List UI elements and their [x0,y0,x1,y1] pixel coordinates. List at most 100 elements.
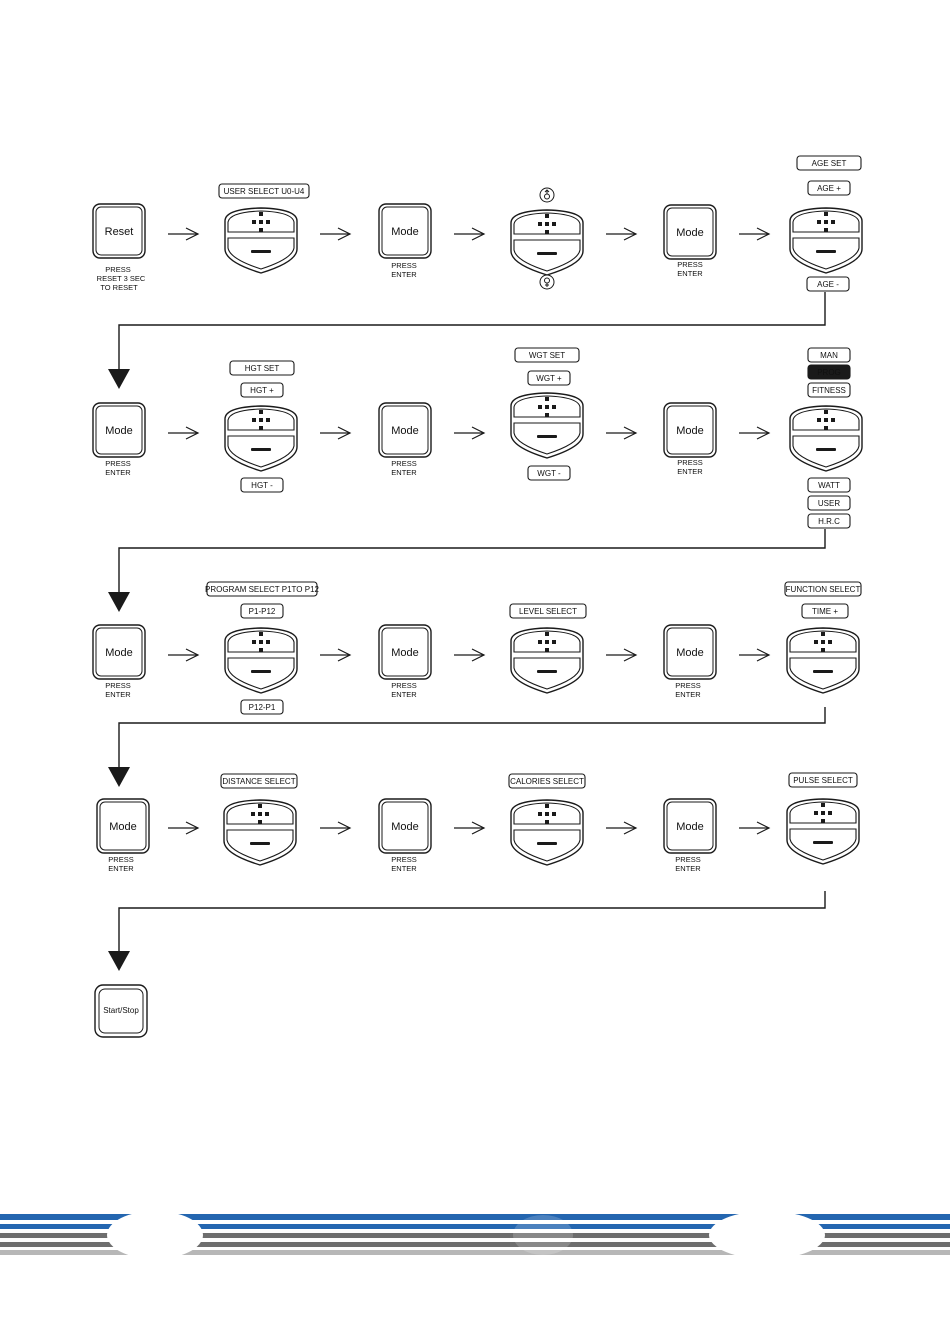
calories-select-label: CALORIES SELECT [508,773,586,789]
minus-icon [251,448,271,451]
age-rocker-minus-key[interactable] [792,237,860,270]
right-arrow-icon [320,426,352,440]
program-rocker-plus-key[interactable] [227,630,295,653]
minus-icon [813,841,833,844]
height-rocker-plus-key[interactable] [227,408,295,431]
plus-icon [538,804,556,824]
minus-icon [251,670,271,673]
function-rocker[interactable] [786,627,860,694]
mode-button[interactable]: Mode [92,402,146,458]
mode-button[interactable]: Mode [378,402,432,458]
time-plus-label-text: TIME + [812,607,838,616]
level-rocker-minus-key[interactable] [513,657,581,690]
plus-icon [252,410,270,430]
row-connector-arrow [108,292,826,389]
caption-enter: ENTER [391,270,417,279]
mode-select-rocker-plus-key[interactable] [792,408,860,431]
gender-select-rocker[interactable] [510,209,584,276]
weight-rocker-minus-key[interactable] [513,422,581,455]
minus-icon [537,435,557,438]
caption-press: PRESS [391,855,416,864]
p12-p1-label-text: P12-P1 [249,703,276,712]
gender-select-rocker-plus-key[interactable] [513,212,581,235]
mode-select-rocker-minus-key[interactable] [792,435,860,468]
age-rocker-plus-key[interactable] [792,210,860,233]
caption-press: PRESS [675,855,700,864]
user-select-rocker-plus-key[interactable] [227,210,295,233]
mode-button[interactable]: Mode [663,204,717,260]
mode-button[interactable]: Mode [378,798,432,854]
function-rocker-plus-key[interactable] [789,630,857,653]
level-rocker[interactable] [510,627,584,694]
wgt-plus-label: WGT + [527,370,571,386]
caption-enter: ENTER [675,690,701,699]
distance-select-label-text: DISTANCE SELECT [222,777,295,786]
level-select-label: LEVEL SELECT [509,603,587,619]
distance-rocker[interactable] [223,799,297,866]
plus-icon [251,804,269,824]
mode-button[interactable]: Mode [378,203,432,259]
weight-rocker[interactable] [510,392,584,459]
age-plus-label-text: AGE + [817,184,841,193]
hrc-label: H.R.C [807,513,851,529]
right-arrow-icon [606,821,638,835]
hgt-minus-label: HGT - [240,477,284,493]
reset-button[interactable]: Reset [92,203,146,259]
pulse-select-label: PULSE SELECT [788,772,858,788]
pulse-rocker[interactable] [786,798,860,865]
right-arrow-icon [739,821,771,835]
function-select-label-text: FUNCTION SELECT [786,585,861,594]
program-rocker[interactable] [224,627,298,694]
reset-button-label: Reset [105,226,134,238]
mode-button-label: Mode [676,647,704,659]
wgt-minus-label: WGT - [527,465,571,481]
calories-rocker[interactable] [510,799,584,866]
footer-stripes-decoration [0,1211,950,1259]
gender-select-rocker-minus-key[interactable] [513,239,581,272]
level-select-label-text: LEVEL SELECT [519,607,577,616]
calories-rocker-plus-key[interactable] [513,802,581,825]
mode-button[interactable]: Mode [378,624,432,680]
distance-rocker-plus-key[interactable] [226,802,294,825]
function-rocker-minus-key[interactable] [789,657,857,690]
plus-icon [817,410,835,430]
mode-select-rocker[interactable] [789,405,863,472]
hrc-label-text: H.R.C [818,517,840,526]
mode-button[interactable]: Mode [92,624,146,680]
height-rocker[interactable] [224,405,298,472]
caption-enter: ENTER [677,467,703,476]
user-select-rocker-minus-key[interactable] [227,237,295,270]
program-select-label: PROGRAM SELECT P1TO P12 [205,581,320,597]
right-arrow-icon [454,426,486,440]
right-arrow-icon [454,648,486,662]
pulse-rocker-plus-key[interactable] [789,801,857,824]
start-stop-button[interactable]: Start/Stop [94,984,148,1038]
caption-to-reset: TO RESET [100,283,138,292]
prog-label: PROG [807,364,851,380]
hgt-set-label: HGT SET [229,360,295,376]
caption-enter: ENTER [391,468,417,477]
distance-rocker-minus-key[interactable] [226,829,294,862]
user-select-rocker[interactable] [224,207,298,274]
mode-button[interactable]: Mode [96,798,150,854]
distance-select-label: DISTANCE SELECT [220,773,298,789]
pulse-rocker-minus-key[interactable] [789,828,857,861]
mode-button[interactable]: Mode [663,402,717,458]
caption-enter: ENTER [105,690,131,699]
calories-rocker-minus-key[interactable] [513,829,581,862]
level-rocker-plus-key[interactable] [513,630,581,653]
program-rocker-minus-key[interactable] [227,657,295,690]
age-rocker[interactable] [789,207,863,274]
height-rocker-minus-key[interactable] [227,435,295,468]
mode-button[interactable]: Mode [663,798,717,854]
minus-icon [537,842,557,845]
mode-button-label: Mode [676,821,704,833]
female-symbol-icon [539,274,555,290]
weight-rocker-plus-key[interactable] [513,395,581,418]
mode-button[interactable]: Mode [663,624,717,680]
